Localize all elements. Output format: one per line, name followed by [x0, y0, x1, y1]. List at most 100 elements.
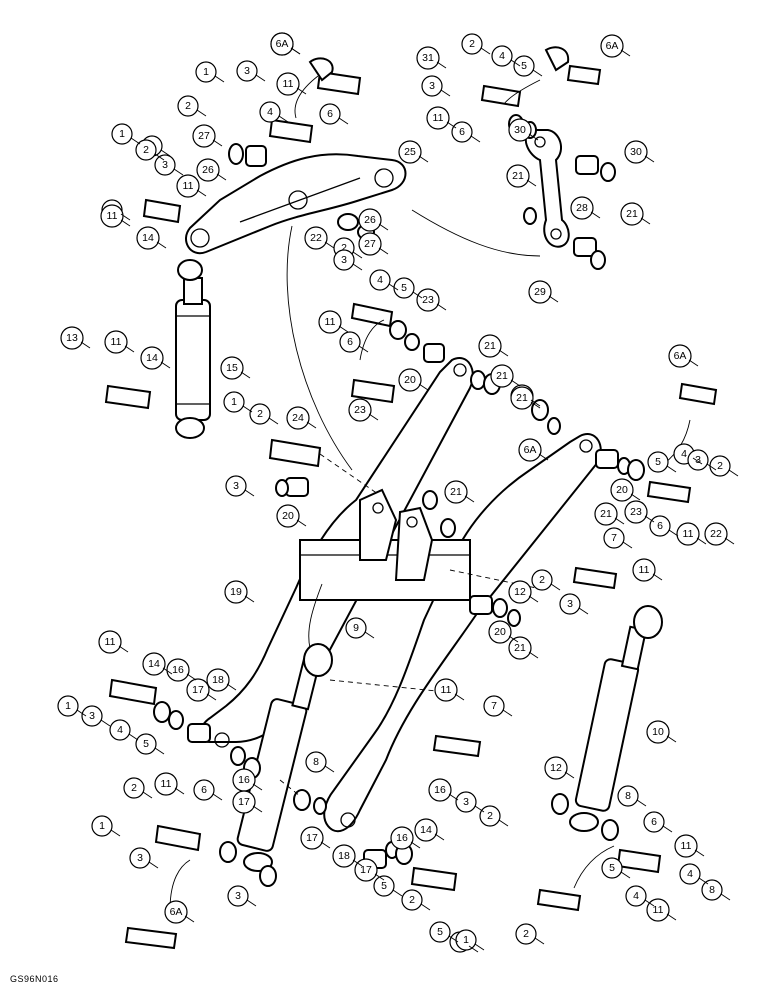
svg-text:11: 11	[683, 528, 694, 540]
svg-text:28: 28	[576, 202, 588, 214]
svg-text:3: 3	[235, 890, 241, 902]
callout-21: 21	[510, 386, 534, 410]
svg-text:17: 17	[192, 684, 204, 696]
leader-line	[296, 87, 307, 95]
svg-text:21: 21	[516, 392, 528, 404]
leader-line	[668, 529, 679, 537]
leader-line	[510, 379, 521, 387]
callout-21: 21	[506, 164, 530, 188]
svg-text:4: 4	[377, 274, 383, 286]
callout-19: 19	[224, 580, 248, 604]
callout-31: 31	[416, 46, 440, 70]
callout-14: 14	[142, 652, 166, 676]
leader-line	[196, 189, 207, 197]
callout-21: 21	[594, 502, 618, 526]
leader-line	[296, 519, 307, 527]
leader-line	[124, 345, 135, 353]
callout-12: 12	[544, 756, 568, 780]
callout-3: 3	[687, 449, 709, 471]
leader-line	[278, 115, 289, 123]
svg-text:2: 2	[469, 38, 475, 50]
leader-line	[534, 937, 545, 945]
leader-line	[290, 47, 301, 55]
callout-27: 27	[192, 124, 216, 148]
leader-line	[550, 583, 561, 591]
leader-line	[440, 89, 451, 97]
leader-line	[630, 493, 641, 501]
leader-line	[468, 945, 479, 953]
leader-line	[474, 805, 485, 813]
leader-line	[412, 291, 423, 299]
leader-line	[502, 709, 513, 717]
leader-line	[526, 179, 537, 187]
svg-text:4: 4	[687, 868, 693, 880]
callout-18: 18	[206, 668, 230, 692]
svg-text:5: 5	[143, 738, 149, 750]
leader-line	[698, 877, 709, 885]
svg-text:5: 5	[381, 880, 387, 892]
svg-text:2: 2	[341, 242, 347, 254]
svg-text:5: 5	[655, 456, 661, 468]
svg-text:7: 7	[611, 532, 617, 544]
leader-line	[252, 805, 263, 813]
svg-text:2: 2	[143, 144, 149, 156]
svg-text:13: 13	[66, 332, 78, 344]
callout-6a: 6A	[164, 900, 188, 924]
callout-4: 4	[679, 863, 701, 885]
leader-line	[352, 859, 363, 867]
callout-6: 6	[319, 103, 341, 125]
leader-line	[644, 899, 655, 907]
leader-line	[538, 453, 549, 461]
svg-text:26: 26	[202, 164, 214, 176]
svg-text:15: 15	[226, 362, 238, 374]
callout-3: 3	[154, 154, 176, 176]
svg-text:31: 31	[422, 52, 434, 64]
svg-text:14: 14	[142, 232, 154, 244]
svg-text:6: 6	[459, 126, 465, 138]
leader-line	[434, 833, 445, 841]
svg-text:3: 3	[567, 598, 573, 610]
callout-11: 11	[676, 522, 700, 546]
leader-line	[694, 849, 705, 857]
callout-2: 2	[401, 889, 423, 911]
leader-line	[620, 871, 631, 879]
svg-text:18: 18	[212, 674, 224, 686]
callout-6a: 6A	[518, 438, 542, 462]
svg-text:11: 11	[107, 210, 118, 222]
alignment-lines	[169, 75, 691, 911]
svg-text:12: 12	[550, 762, 562, 774]
leader-line	[470, 135, 481, 143]
svg-text:3: 3	[233, 480, 239, 492]
svg-text:5: 5	[609, 862, 615, 874]
svg-text:21: 21	[450, 486, 462, 498]
callout-6: 6	[643, 811, 665, 833]
callout-2: 2	[135, 139, 157, 161]
callout-1: 1	[223, 391, 245, 413]
callout-3: 3	[333, 249, 355, 271]
svg-text:21: 21	[600, 508, 612, 520]
leader-line	[480, 47, 491, 55]
svg-text:3: 3	[429, 80, 435, 92]
svg-text:3: 3	[695, 454, 701, 466]
leader-line	[374, 873, 385, 881]
svg-text:1: 1	[99, 820, 105, 832]
leader-line	[666, 465, 677, 473]
svg-text:3: 3	[89, 710, 95, 722]
svg-text:29: 29	[534, 286, 546, 298]
leader-line	[652, 573, 663, 581]
svg-text:6A: 6A	[170, 906, 183, 918]
leader-line	[696, 537, 707, 545]
leader-line	[252, 783, 263, 791]
leader-line	[196, 109, 207, 117]
callout-14: 14	[414, 818, 438, 842]
svg-text:22: 22	[310, 232, 322, 244]
svg-text:20: 20	[494, 626, 506, 638]
callout-2: 2	[515, 923, 537, 945]
callout-5: 5	[373, 875, 395, 897]
leader-line	[508, 635, 519, 643]
svg-text:3: 3	[341, 254, 347, 266]
leader-line	[156, 241, 167, 249]
svg-text:23: 23	[354, 404, 366, 416]
callout-26: 26	[358, 208, 382, 232]
callout-3: 3	[455, 791, 477, 813]
